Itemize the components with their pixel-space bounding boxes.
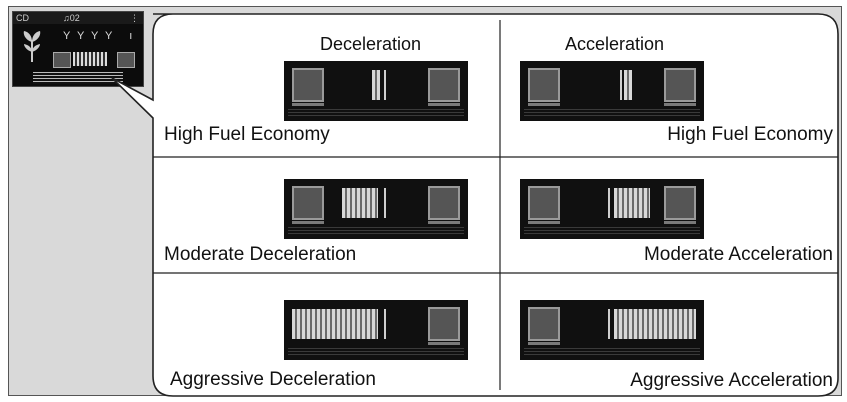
deceleration-title: Deceleration [320,34,422,54]
floor-lines [288,227,464,235]
floor-lines [288,109,464,117]
right-box [428,68,460,106]
cell-label-moderate-accel: Moderate Acceleration [643,244,833,265]
left-box [292,68,324,106]
decel-aggressive-screen [284,300,468,360]
cell-label-moderate-decel: Moderate Deceleration [164,244,357,265]
track-number: ♫02 [63,13,80,23]
floor-lines [288,348,464,356]
left-box [528,186,560,224]
cell-label-aggressive-accel: Aggressive Acceleration [630,370,833,391]
left-box [528,307,560,345]
right-box [428,186,460,224]
decel-moderate-screen [284,179,468,239]
source-label: CD [16,13,29,23]
mini-bar-meter [73,52,107,66]
floor-lines [524,227,700,235]
mini-left-box [53,52,71,68]
right-box [664,68,696,106]
center-tick [620,70,622,100]
bar-meter [624,70,632,100]
cell-label-aggressive-decel: Aggressive Deceleration [170,369,376,390]
bluetooth-icon: ⋮ [130,13,139,23]
accel-moderate-screen [520,179,704,239]
left-box [528,68,560,106]
left-box [292,186,324,224]
center-tick [384,188,386,218]
bar-meter [372,70,380,100]
center-tick [384,70,386,100]
acceleration-title: Acceleration [565,34,665,54]
right-box [664,186,696,224]
floor-lines [524,109,700,117]
mini-display: CD ♫02 ⋮ Y Y Y Y ı [12,11,144,87]
eco-plant-icon [23,31,41,62]
center-tick [608,309,610,339]
cell-label-high-fuel-accel: High Fuel Economy [667,124,833,145]
mini-right-box [117,52,135,68]
floor-lines [524,348,700,356]
mini-status-bar: CD ♫02 ⋮ [13,12,143,24]
bar-meter [292,309,378,339]
eco-leaves-icon: Y Y Y Y ı [63,30,135,42]
accel-aggressive-screen [520,300,704,360]
bar-meter [342,188,378,218]
bar-meter [614,309,696,339]
right-box [428,307,460,345]
mini-floor-lines [33,72,123,84]
center-tick [608,188,610,218]
decel-minimal-screen [284,61,468,121]
bar-meter [614,188,650,218]
accel-minimal-screen [520,61,704,121]
cell-label-high-fuel-decel: High Fuel Economy [164,124,330,145]
center-tick [384,309,386,339]
